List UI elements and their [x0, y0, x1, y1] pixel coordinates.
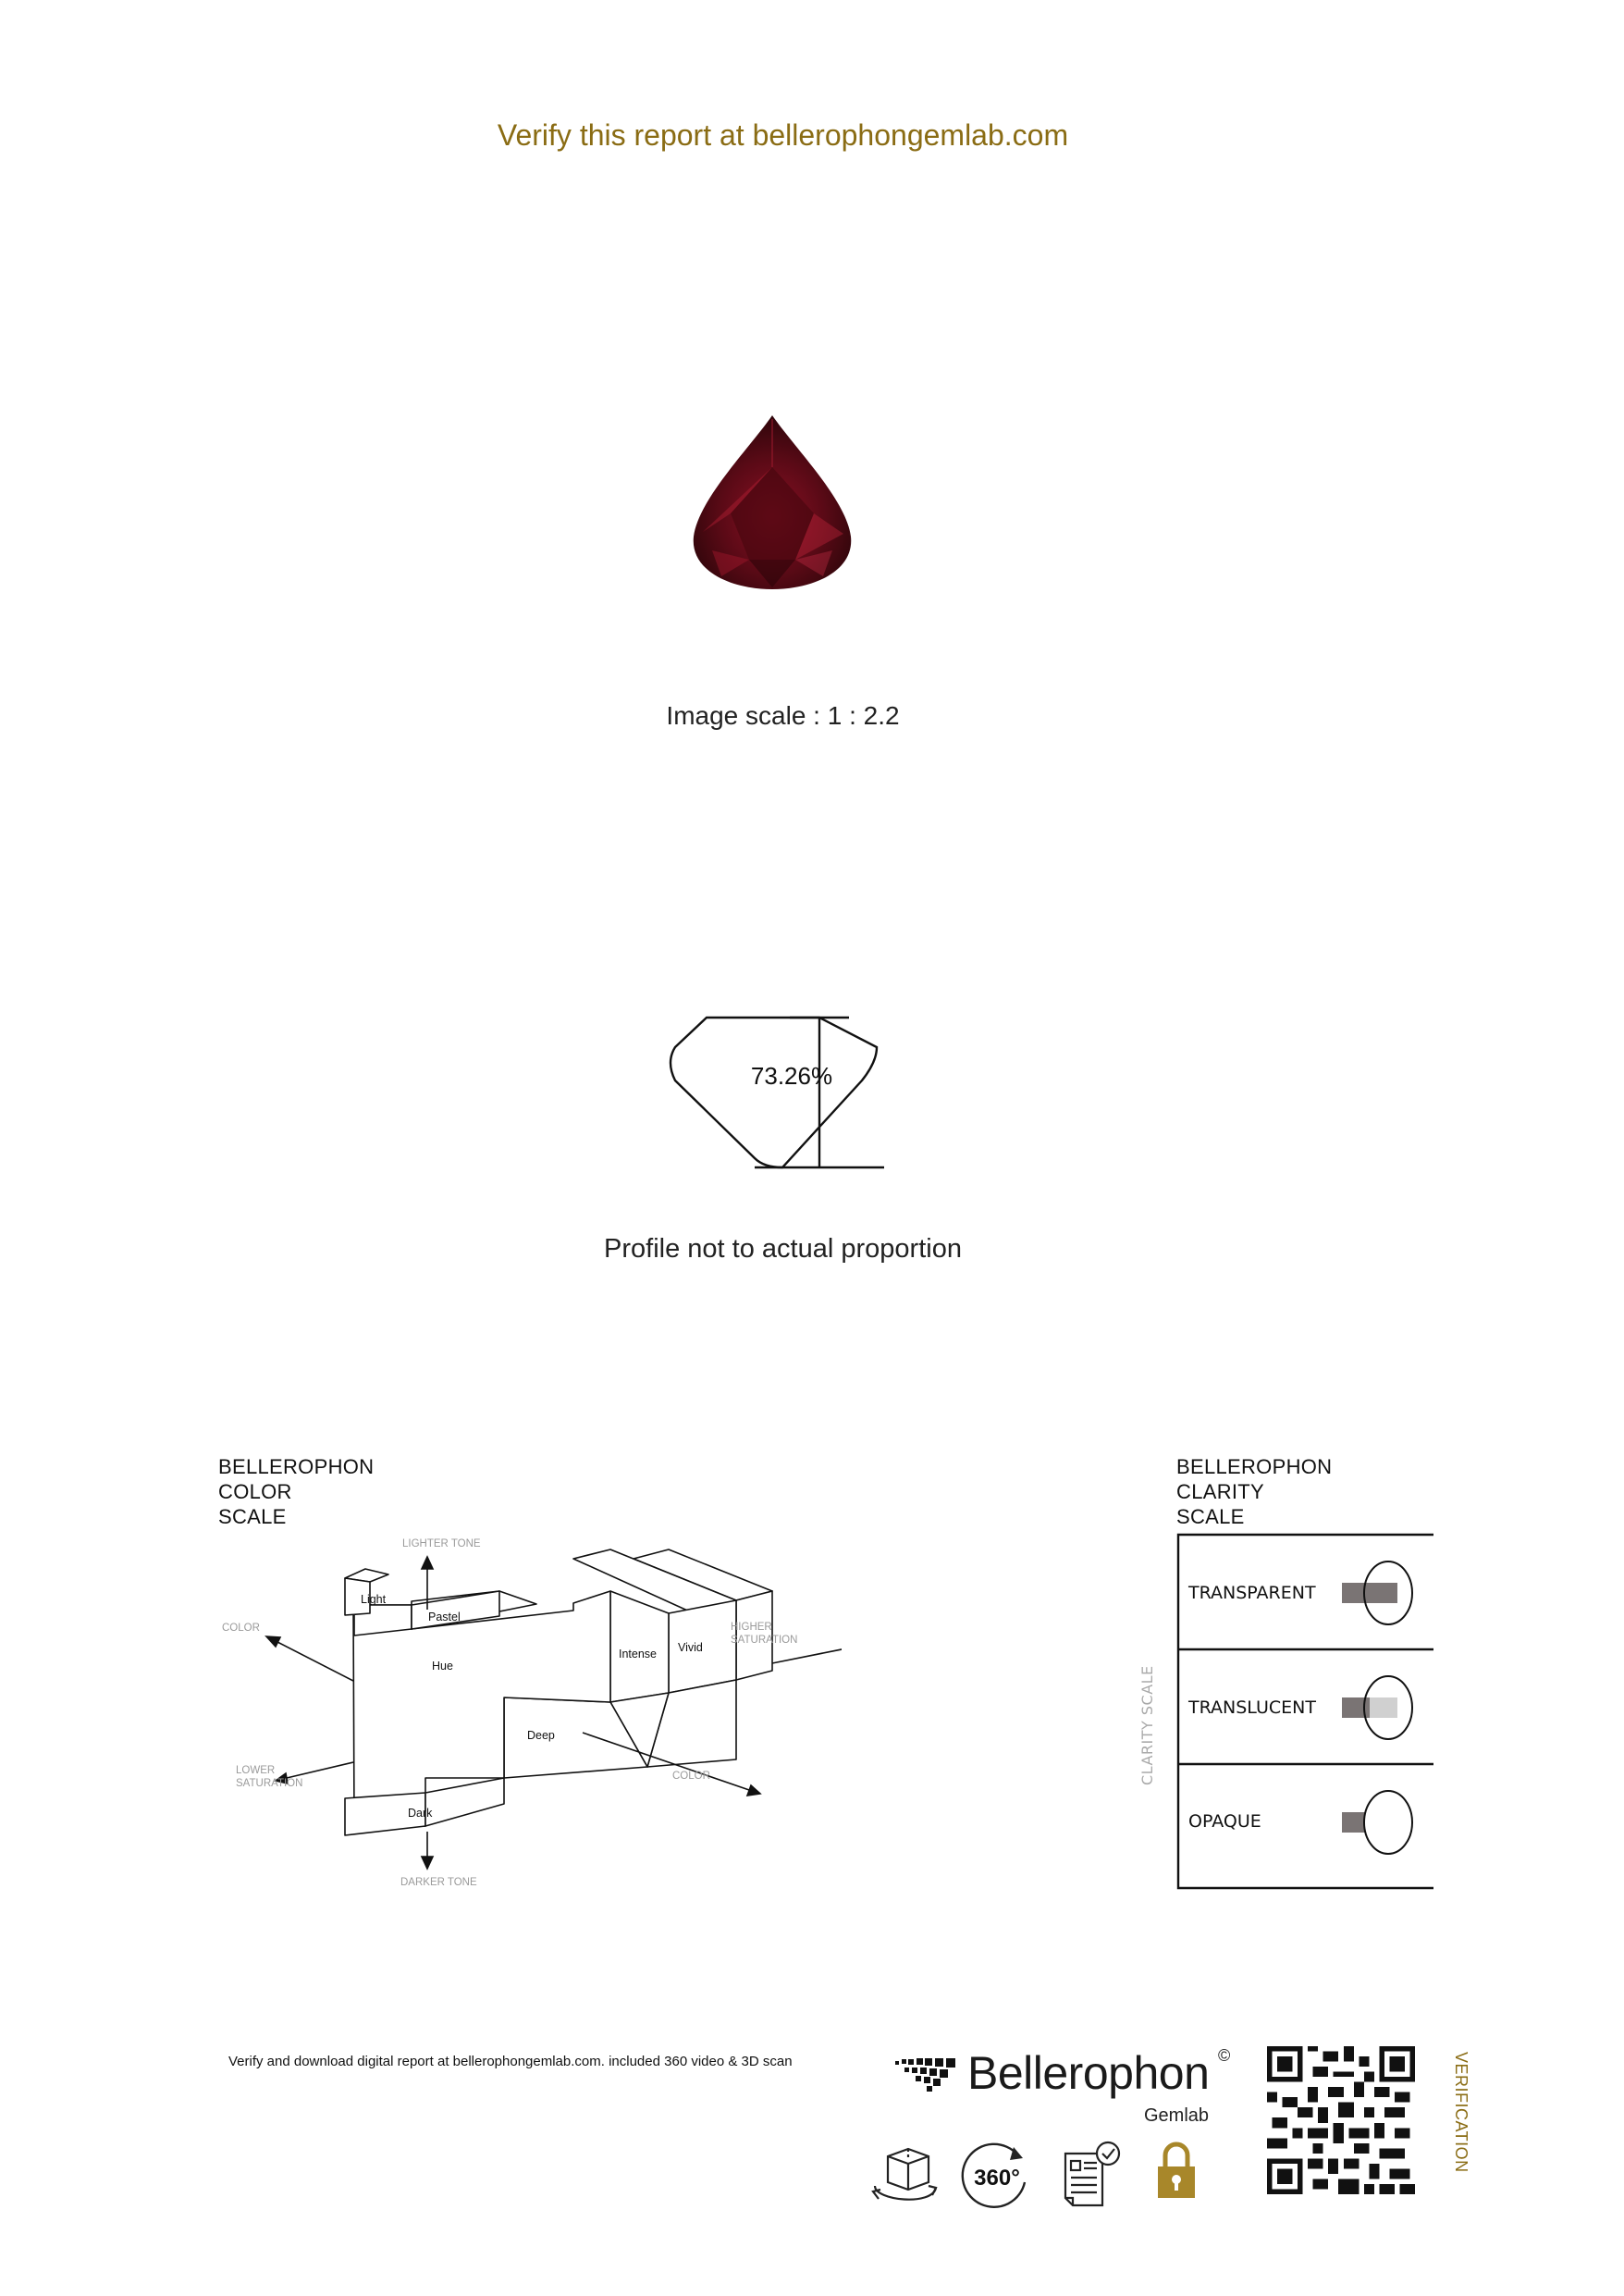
block-label-pastel: Pastel [428, 1611, 461, 1623]
lock-icon [1158, 2142, 1195, 2198]
dir-color-right: COLOR [672, 1771, 710, 1782]
block-label-light: Light [361, 1593, 387, 1606]
clarity-lens-transparent [1363, 1561, 1413, 1625]
clarity-scale-title: BELLEROPHON CLARITY SCALE [1176, 1455, 1333, 1528]
3d-scan-icon[interactable] [867, 2142, 941, 2212]
clarity-axis-label: CLARITY SCALE [1138, 1665, 1156, 1785]
footer-verify-note: Verify and download digital report at be… [228, 2054, 793, 2069]
color-scale-title: BELLEROPHON COLOR SCALE [218, 1455, 375, 1528]
profile-diagram [669, 1016, 884, 1169]
dir-higher-sat-2: SATURATION [731, 1635, 797, 1646]
clarity-scale-diagram: CLARITY SCALE TRANSPARENT TRANSLUCENT OP… [1138, 1533, 1433, 1890]
gemstone-image [693, 415, 852, 589]
dir-lower-sat-2: SATURATION [236, 1778, 302, 1789]
clarity-bar-transparent [1342, 1583, 1397, 1603]
block-label-dark: Dark [408, 1807, 433, 1820]
dir-darker-tone: DARKER TONE [400, 1877, 477, 1887]
clarity-lens-translucent [1363, 1675, 1413, 1740]
brand-subtitle: Gemlab [1144, 2105, 1210, 2126]
block-label-intense: Intense [619, 1648, 657, 1660]
clarity-level-transparent: TRANSPARENT [1187, 1583, 1316, 1603]
dir-lighter-tone: LIGHTER TONE [402, 1538, 481, 1549]
block-label-hue: Hue [432, 1660, 453, 1673]
bellerophon-logo-mark-icon [895, 2058, 955, 2092]
360-video-icon[interactable]: 360° [960, 2142, 1034, 2212]
profile-note: Profile not to actual proportion [604, 1234, 962, 1264]
dir-color-left: COLOR [222, 1623, 260, 1634]
verification-qr-code[interactable] [1267, 2046, 1415, 2194]
color-scale-diagram: Light Pastel Hue Intense Vivid Deep Dark… [222, 1538, 842, 1887]
depth-percentage: 73.26% [750, 1062, 833, 1090]
copyright-mark: © [1218, 2046, 1231, 2065]
clarity-bar-opaque [1342, 1812, 1370, 1833]
clarity-bar-translucent [1342, 1697, 1370, 1718]
clarity-level-translucent: TRANSLUCENT [1187, 1697, 1316, 1718]
image-scale-caption: Image scale : 1 : 2.2 [666, 701, 900, 730]
dir-higher-sat-1: HIGHER [731, 1622, 772, 1633]
block-label-deep: Deep [527, 1729, 555, 1742]
verify-report-link[interactable]: Verify this report at bellerophongemlab.… [497, 118, 1069, 152]
dir-lower-sat-1: LOWER [236, 1765, 275, 1776]
360-label: 360° [974, 2166, 1020, 2191]
block-label-vivid: Vivid [678, 1641, 703, 1654]
brand-name: Bellerophon [967, 2047, 1210, 2099]
clarity-level-opaque: OPAQUE [1188, 1811, 1261, 1832]
verification-label: VERIFICATION [1452, 2052, 1470, 2173]
digital-report-icon[interactable] [1060, 2139, 1125, 2213]
clarity-lens-opaque [1363, 1790, 1413, 1855]
